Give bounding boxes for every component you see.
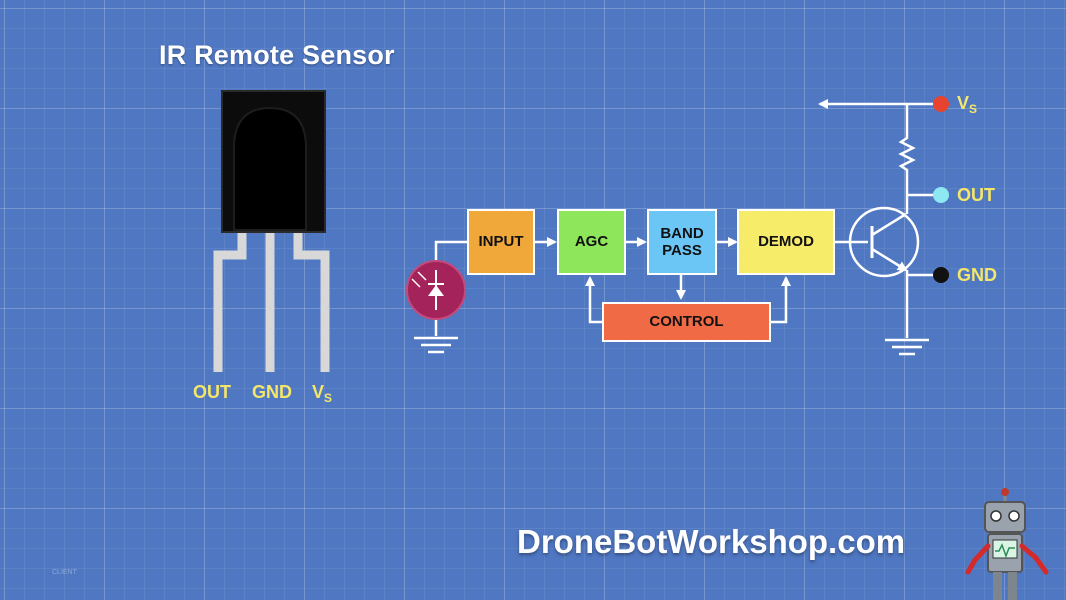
- diagram-title: IR Remote Sensor: [159, 40, 395, 70]
- input-block: INPUT: [467, 209, 535, 275]
- ground-icon: [414, 336, 458, 354]
- ground-icon: [885, 338, 929, 356]
- photodiode-icon: [406, 260, 466, 320]
- pin-label-gnd: GND: [252, 382, 292, 402]
- bandpass-line1: BAND: [660, 224, 704, 242]
- vs-terminal-label: VS: [957, 93, 978, 116]
- out-terminal-label: OUT: [957, 185, 995, 205]
- arrow-control-demod: [771, 276, 791, 324]
- sensor-dome: [233, 106, 307, 231]
- bandpass-block: BAND PASS: [647, 209, 717, 275]
- transistor-icon: [848, 206, 920, 278]
- pin-label-out: OUT: [193, 382, 231, 402]
- corner-tiny-text: CLIENT: [52, 569, 77, 576]
- wire-diode-input: [434, 240, 467, 268]
- out-terminal-dot: [933, 187, 949, 203]
- sensor-pins: [213, 228, 330, 372]
- transistor-collector: [871, 212, 907, 237]
- pin-label-vs: VS: [312, 382, 333, 405]
- vs-pin: [293, 228, 330, 372]
- agc-block: AGC: [557, 209, 626, 275]
- resistor-icon: [898, 104, 916, 180]
- transistor-emitter: [871, 247, 908, 272]
- vs-terminal-dot: [933, 96, 949, 112]
- gnd-terminal-dot: [933, 267, 949, 283]
- bandpass-line2: PASS: [662, 242, 702, 259]
- gnd-terminal-label: GND: [957, 265, 997, 285]
- demod-block: DEMOD: [737, 209, 835, 275]
- out-pin: [213, 228, 247, 372]
- arrow-control-agc: [585, 276, 602, 324]
- control-block: CONTROL: [602, 302, 771, 342]
- brand-watermark: DroneBotWorkshop.com: [517, 523, 906, 560]
